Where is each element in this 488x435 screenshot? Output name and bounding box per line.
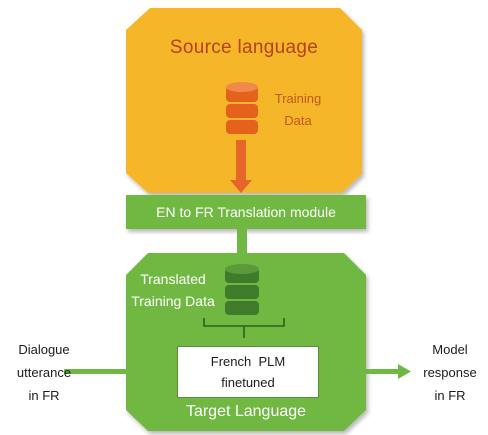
output-label: Model response in FR <box>412 338 488 407</box>
translated-data-label: Translated Training Data <box>118 268 228 312</box>
target-language-title: Target Language <box>185 403 307 420</box>
translated-data-line1: Translated <box>140 271 206 287</box>
output-line2: response <box>423 365 477 380</box>
source-data-line1: Training <box>274 91 322 106</box>
input-line3: in FR <box>28 388 60 403</box>
translated-data-line2: Training Data <box>131 293 215 309</box>
database-icon <box>225 264 259 315</box>
output-line1: Model <box>432 342 468 357</box>
module-to-data-connector <box>237 229 247 267</box>
plm-line2: finetuned <box>221 375 275 390</box>
input-line2: utterance <box>16 365 72 380</box>
translation-module-label: EN to FR Translation module <box>156 204 336 220</box>
source-data-label: Training Data <box>258 88 338 132</box>
input-line1: Dialogue <box>18 342 70 357</box>
french-plm-box: French PLM finetuned <box>177 346 319 398</box>
source-to-module-arrow <box>236 140 246 182</box>
source-data-line2: Data <box>284 113 312 128</box>
source-to-module-arrowhead <box>230 180 252 193</box>
database-icon <box>226 82 258 134</box>
plm-line1: French PLM <box>210 354 286 369</box>
input-label: Dialogue utterance in FR <box>4 338 84 407</box>
output-line3: in FR <box>434 388 466 403</box>
source-language-title: Source language <box>169 37 319 58</box>
translation-module-box <box>126 195 366 229</box>
merge-bracket <box>203 318 285 338</box>
output-arrowhead <box>398 364 411 379</box>
input-arrow <box>64 369 178 374</box>
output-arrow <box>318 369 400 374</box>
